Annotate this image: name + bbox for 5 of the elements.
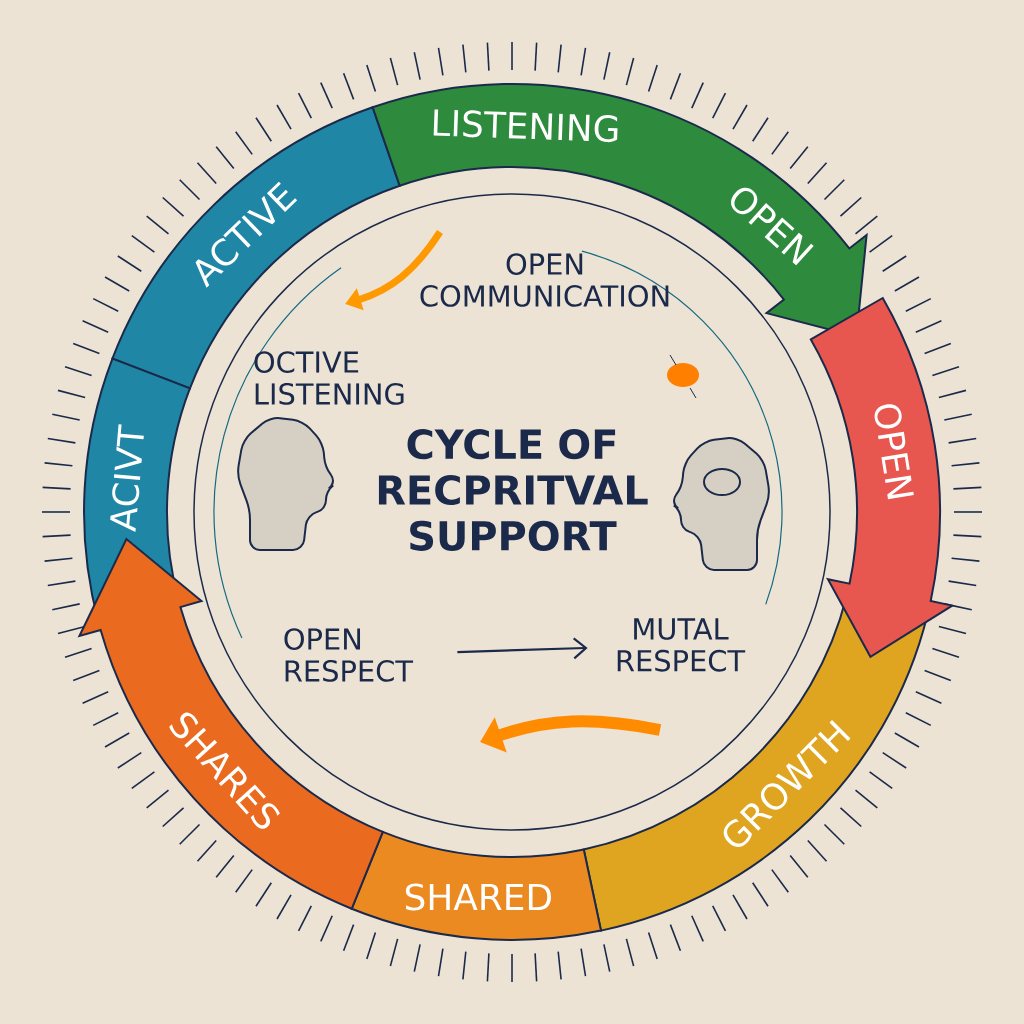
arrow-segment: OPEN [809,297,954,658]
arrow [457,637,588,660]
text-label: OPEN COMMUNICATION [420,253,669,307]
ring-segment: SHARED [350,830,602,941]
text-label: MUTAL RESPECT [617,618,746,672]
